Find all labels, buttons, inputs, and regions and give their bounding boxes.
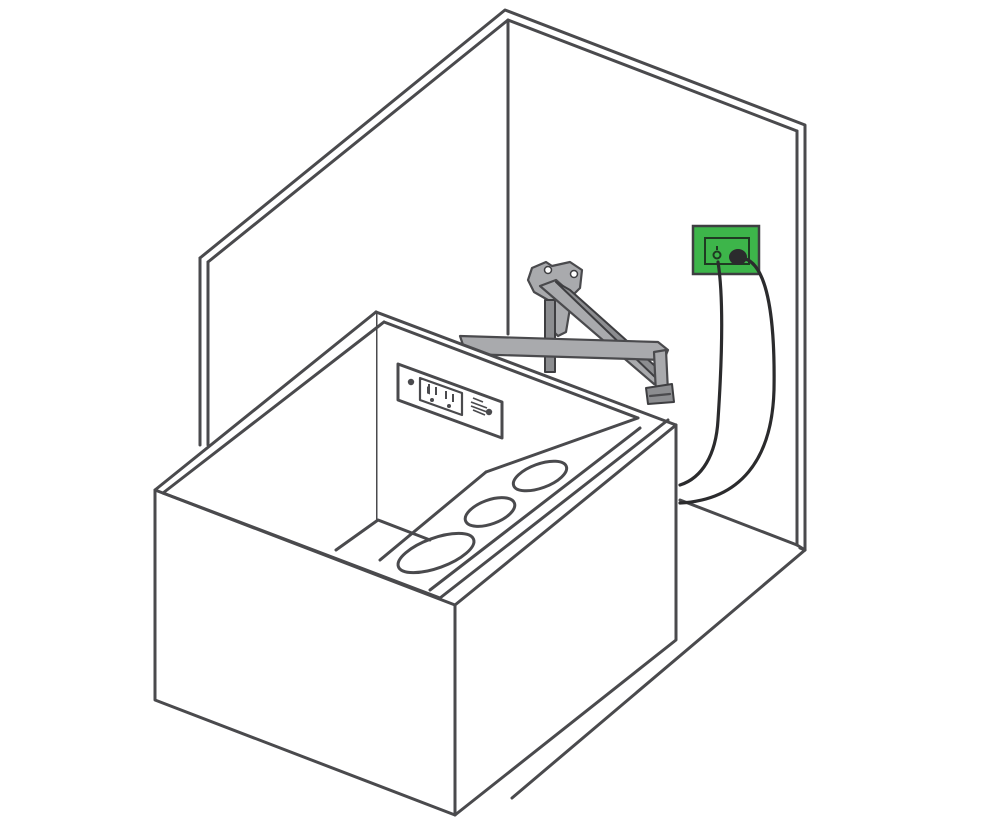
- power-cord-inner: [678, 260, 724, 487]
- box-left-top-edge: [153, 310, 378, 492]
- bracket-bolt-icon: [569, 269, 579, 279]
- tilt-head-detail: [648, 392, 672, 398]
- wall-outlet-frame: [704, 237, 750, 265]
- shelf-hole: [511, 459, 569, 493]
- box-receptacle-panel: [396, 362, 504, 440]
- duplex-receptacle-icon: [712, 246, 722, 260]
- room-walls: [198, 8, 807, 800]
- speaker-grille-icon: [470, 397, 488, 416]
- wall-outlet-assembly: [678, 224, 776, 505]
- power-cord-outer: [678, 256, 776, 505]
- floor-line-right: [678, 498, 807, 552]
- shelf-left-edge: [378, 470, 488, 562]
- arm-post: [544, 299, 556, 373]
- duplex-receptacle-icon: [418, 376, 464, 417]
- box-back-top-edge: [374, 310, 678, 427]
- box-back-inner-edge: [382, 320, 640, 420]
- box-left-inner-edge: [161, 320, 386, 495]
- shelf-front-edge: [428, 426, 642, 592]
- upper-arm-shadow: [555, 281, 665, 379]
- shelf-top-edge: [484, 416, 640, 474]
- box-right-inner-edge: [438, 418, 670, 600]
- articulating-arm-mount: [458, 260, 675, 405]
- receptacle-screw-icon: [407, 378, 415, 386]
- receptacle-screw-icon: [485, 408, 493, 416]
- shelf-hole: [396, 531, 476, 575]
- box-receptacle-plate: [396, 362, 504, 440]
- box-right-panel: [453, 423, 678, 817]
- box-front-inner-edge: [161, 491, 442, 600]
- cabinet-box: [153, 310, 678, 817]
- box-left-panel-fill: [155, 312, 376, 700]
- shelf-hole: [463, 496, 517, 528]
- floor-line-front: [510, 548, 807, 800]
- plug-icon: [729, 249, 747, 265]
- bracket-bolt-icon: [543, 265, 553, 275]
